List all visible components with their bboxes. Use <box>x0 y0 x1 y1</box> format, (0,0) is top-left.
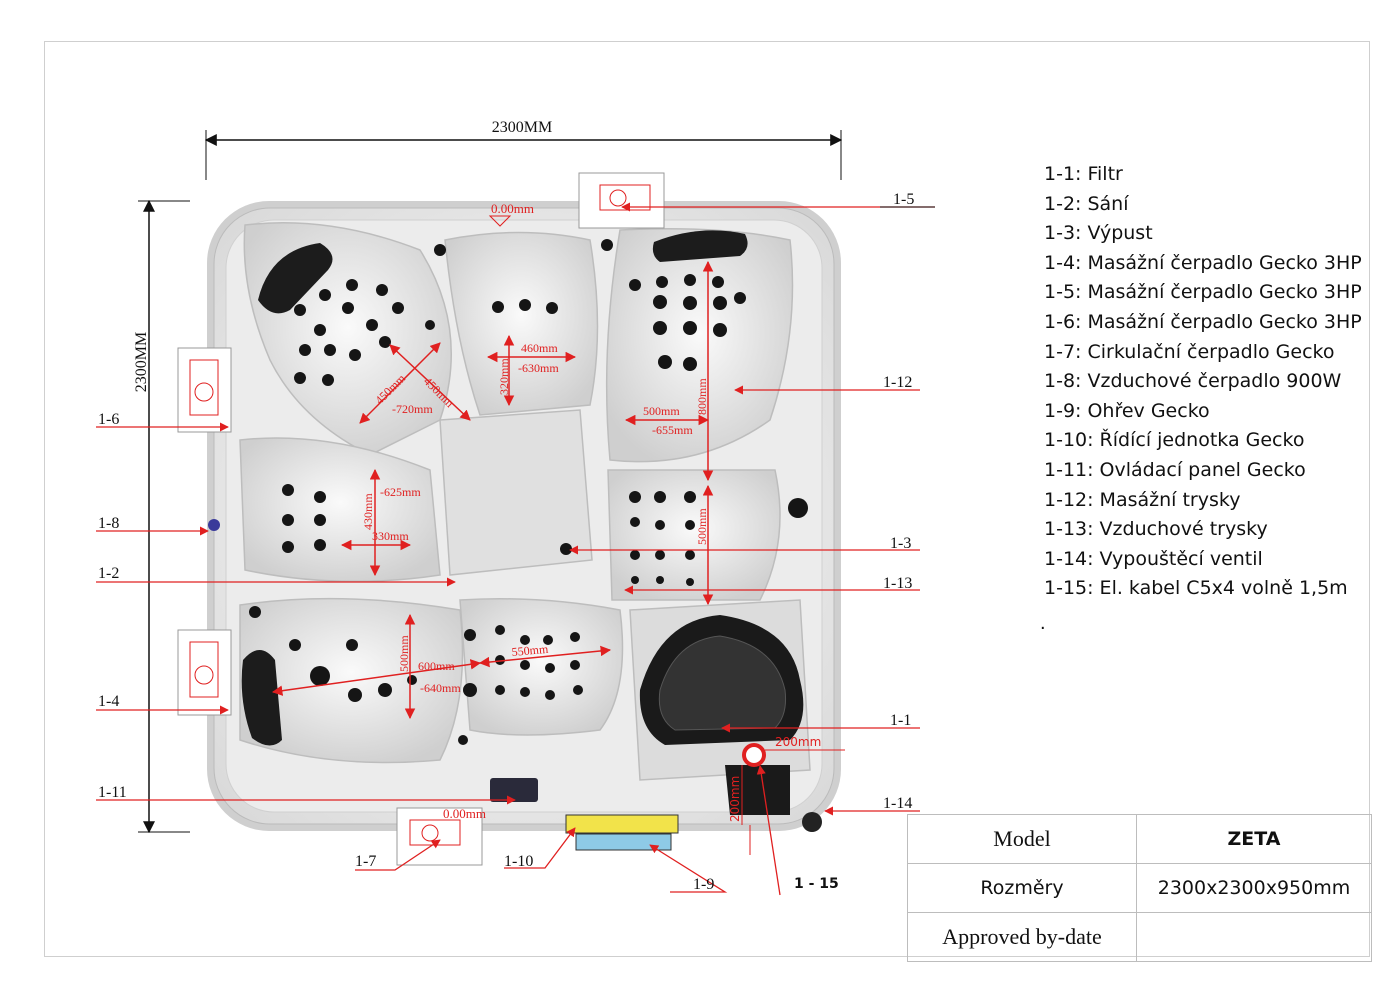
callout-1-10: 1-10 <box>504 853 533 870</box>
pump-1-4-thumbnail <box>177 629 232 716</box>
callout-1-4: 1-4 <box>98 693 119 710</box>
dim-600: 600mm <box>418 659 455 673</box>
height-dimension: 2300MM <box>133 199 190 834</box>
drain-hole <box>742 743 766 767</box>
size-value: 2300x2300x950mm <box>1136 863 1372 913</box>
pump-1-5-thumbnail <box>578 172 665 229</box>
width-label: 2300MM <box>492 119 552 136</box>
width-dimension: 2300MM <box>204 119 843 180</box>
component-legend: 1-1: Filtr 1-2: Sání 1-3: Výpust 1-4: Ma… <box>1044 160 1362 604</box>
legend-item: 1-1: Filtr <box>1044 163 1123 185</box>
top-zero-label: 0.00mm <box>491 201 534 216</box>
dim-550: 550mm <box>511 642 549 659</box>
dim-720: -720mm <box>392 402 433 416</box>
legend-trailing-dot: . <box>1040 612 1046 634</box>
pump-1-7-thumbnail <box>396 807 483 866</box>
legend-item: 1-3: Výpust <box>1044 222 1153 245</box>
legend-item: 1-7: Cirkulační čerpadlo Gecko <box>1044 340 1335 363</box>
approved-label: Approved by-date <box>907 912 1137 962</box>
model-label: Model <box>907 814 1137 864</box>
callout-1-13: 1-13 <box>883 575 912 592</box>
legend-item: 1-11: Ovládací panel Gecko <box>1044 458 1306 481</box>
spec-row-size: Rozměry 2300x2300x950mm <box>907 863 1372 913</box>
size-label: Rozměry <box>907 863 1137 913</box>
spec-table: Model ZETA Rozměry 2300x2300x950mm Appro… <box>907 814 1372 962</box>
legend-item: 1-4: Masážní čerpadlo Gecko 3HP <box>1044 251 1362 274</box>
callout-1-3: 1-3 <box>890 535 911 552</box>
heater <box>575 833 672 851</box>
legend-item: 1-10: Řídící jednotka Gecko <box>1044 429 1305 452</box>
dim-430: 430mm <box>361 493 375 530</box>
callout-1-5: 1-5 <box>893 191 914 208</box>
bottom-zero-label: 0.00mm <box>443 806 486 821</box>
air-pump-dot <box>208 519 220 531</box>
callout-labels: 1-5 1-6 1-8 1-2 1-4 1-11 1-12 1-3 1-13 1… <box>98 191 914 893</box>
bottom-zero-mark: 0.00mm <box>443 806 486 821</box>
callout-1-2: 1-2 <box>98 565 119 582</box>
spec-row-model: Model ZETA <box>907 814 1372 864</box>
height-label: 2300MM <box>133 332 150 392</box>
filter-cover <box>639 615 804 815</box>
headrest-pillows <box>241 230 748 746</box>
callout-1-15: 1 - 15 <box>794 876 839 892</box>
spec-row-approved: Approved by-date <box>907 912 1372 962</box>
top-zero-mark: 0.00mm <box>488 201 534 227</box>
control-unit <box>565 814 679 834</box>
callout-1-7: 1-7 <box>355 853 376 870</box>
drawing-frame <box>44 41 1370 957</box>
legend-item: 1-12: Masážní trysky <box>1044 488 1241 511</box>
dim-460: 460mm <box>521 341 558 355</box>
callout-1-14: 1-14 <box>883 795 912 812</box>
control-panel <box>490 778 538 802</box>
legend-item: 1-5: Masážní čerpadlo Gecko 3HP <box>1044 281 1362 304</box>
pump-1-6-thumbnail <box>177 347 232 433</box>
legend-item: 1-6: Masážní čerpadlo Gecko 3HP <box>1044 310 1362 333</box>
dim-500-right: 500mm <box>643 404 680 418</box>
legend-item: 1-9: Ohřev Gecko <box>1044 399 1210 422</box>
seat-dimensions <box>271 260 714 720</box>
callout-1-8: 1-8 <box>98 515 119 532</box>
dim-320: 320mm <box>497 358 511 395</box>
dim-655: -655mm <box>652 423 693 437</box>
dim-800: 800mm <box>695 378 709 415</box>
legend-item: 1-14: Vypouštěcí ventil <box>1044 547 1263 570</box>
callout-1-12: 1-12 <box>883 374 912 391</box>
drain-dim-h: 200mm <box>775 735 821 749</box>
callout-1-6: 1-6 <box>98 411 119 428</box>
dim-625: -625mm <box>380 485 421 499</box>
callout-1-11: 1-11 <box>98 784 127 801</box>
drain-dimensions: 200mm 200mm <box>728 735 845 855</box>
dim-500-mid: 500mm <box>695 508 709 545</box>
legend-item: 1-2: Sání <box>1044 192 1129 215</box>
legend-item: 1-13: Vzduchové trysky <box>1044 518 1268 541</box>
approved-value <box>1136 912 1372 962</box>
dim-330: 330mm <box>372 529 409 543</box>
callout-1-1: 1-1 <box>890 712 911 729</box>
model-value: ZETA <box>1136 814 1372 864</box>
dim-640: -640mm <box>420 681 461 695</box>
legend-item: 1-8: Vzduchové čerpadlo 900W <box>1044 370 1342 393</box>
dim-630: -630mm <box>518 361 559 375</box>
drain-dim-v: 200mm <box>728 776 742 822</box>
dim-500-bottom: 500mm <box>397 635 411 672</box>
legend-item: 1-15: El. kabel C5x4 volně 1,5m <box>1044 577 1348 600</box>
callout-1-9: 1-9 <box>693 876 714 893</box>
